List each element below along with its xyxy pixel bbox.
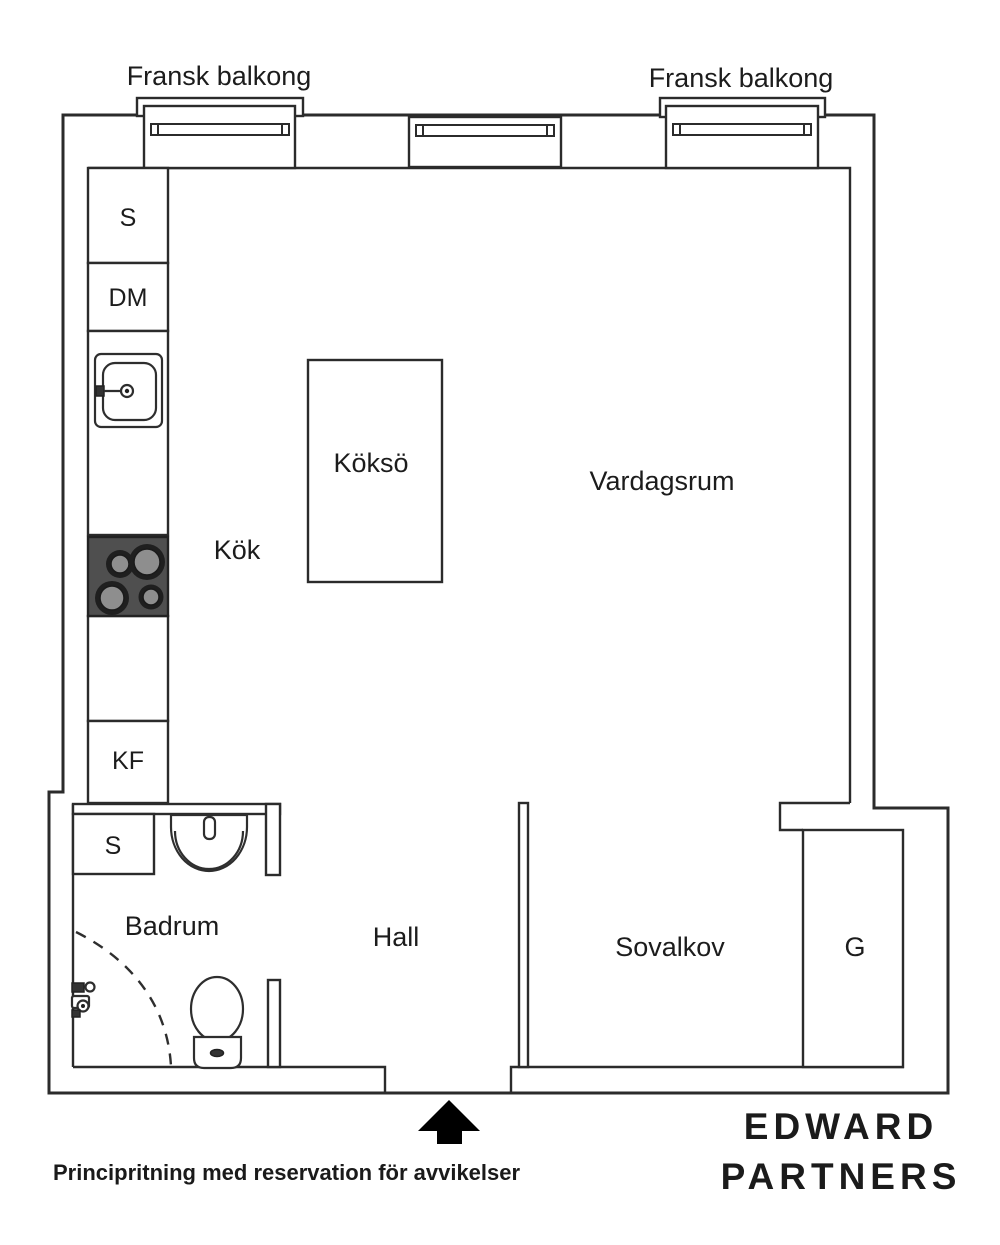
room-label-wardrobe: G xyxy=(844,932,865,962)
fridge-freezer-label: KF xyxy=(112,747,144,775)
shower-screen-arc xyxy=(75,930,173,1067)
bathroom-cabinet-s xyxy=(71,812,156,876)
fridge-freezer xyxy=(86,719,170,805)
north-arrow-icon xyxy=(418,1100,480,1144)
kitchen-sink-icon xyxy=(93,352,164,429)
bathroom xyxy=(70,812,249,1070)
room-label-hall: Hall xyxy=(373,922,420,952)
room-label-sleeping-alcove: Sovalkov xyxy=(615,932,725,962)
balcony-label-left: Fransk balkong xyxy=(127,61,312,91)
kitchen-cabinet-s xyxy=(86,166,170,265)
toilet-icon xyxy=(189,975,245,1070)
exterior-walls xyxy=(47,113,950,1095)
interior-walls xyxy=(71,801,905,1069)
window-middle xyxy=(407,115,563,169)
french-balcony-window-left xyxy=(135,96,305,170)
kitchen-island xyxy=(306,358,444,584)
washbasin-icon xyxy=(169,813,249,873)
kitchen-cabinets xyxy=(86,166,170,805)
window-icon xyxy=(142,104,297,170)
wardrobe-closet xyxy=(801,828,905,1069)
balcony-label-right: Fransk balkong xyxy=(649,63,834,93)
brand-logo-line2: PARTNERS xyxy=(721,1156,962,1197)
disclaimer-text: Principritning med reservation för avvik… xyxy=(53,1160,520,1185)
room-label-kitchen: Kök xyxy=(214,535,261,565)
dishwasher-label: DM xyxy=(109,284,148,312)
room-label-living-room: Vardagsrum xyxy=(589,466,734,496)
french-balcony-window-right xyxy=(658,96,827,170)
shower-mixer-icon xyxy=(70,981,96,1018)
brand-logo-line1: EDWARD xyxy=(744,1106,938,1147)
stove-icon xyxy=(86,535,170,618)
kitchen-cabinet-label: S xyxy=(120,204,137,232)
window-icon xyxy=(664,104,820,170)
kitchen-counter xyxy=(86,614,170,723)
room-label-bathroom: Badrum xyxy=(125,911,220,941)
room-label-kitchen-island: Köksö xyxy=(333,448,408,478)
bathroom-cabinet-label: S xyxy=(105,832,122,860)
hall-alcove-partition xyxy=(517,801,530,1069)
